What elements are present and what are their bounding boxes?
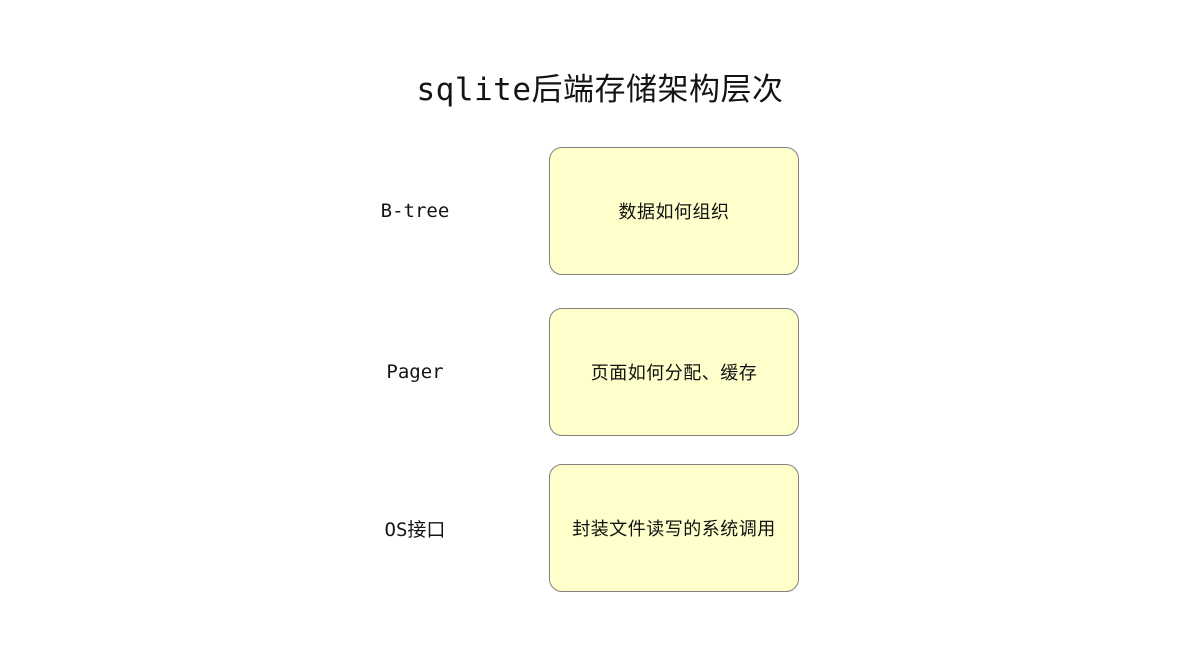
layer-row: Pager 页面如何分配、缓存: [0, 308, 1200, 436]
layer-box-text: 封装文件读写的系统调用: [572, 519, 776, 540]
layer-box-pager: 页面如何分配、缓存: [549, 308, 799, 436]
layer-box-btree: 数据如何组织: [549, 147, 799, 275]
diagram-title: sqlite后端存储架构层次: [416, 72, 784, 108]
layer-row: B-tree 数据如何组织: [0, 147, 1200, 275]
layer-label-os-interface: OS接口: [384, 518, 446, 541]
layer-label-btree: B-tree: [380, 200, 450, 222]
layer-box-os-interface: 封装文件读写的系统调用: [549, 464, 799, 592]
layer-box-text: 页面如何分配、缓存: [590, 363, 758, 384]
layer-row: OS接口 封装文件读写的系统调用: [0, 464, 1200, 592]
layer-box-text: 数据如何组织: [618, 202, 730, 223]
layer-label-pager: Pager: [386, 361, 444, 383]
